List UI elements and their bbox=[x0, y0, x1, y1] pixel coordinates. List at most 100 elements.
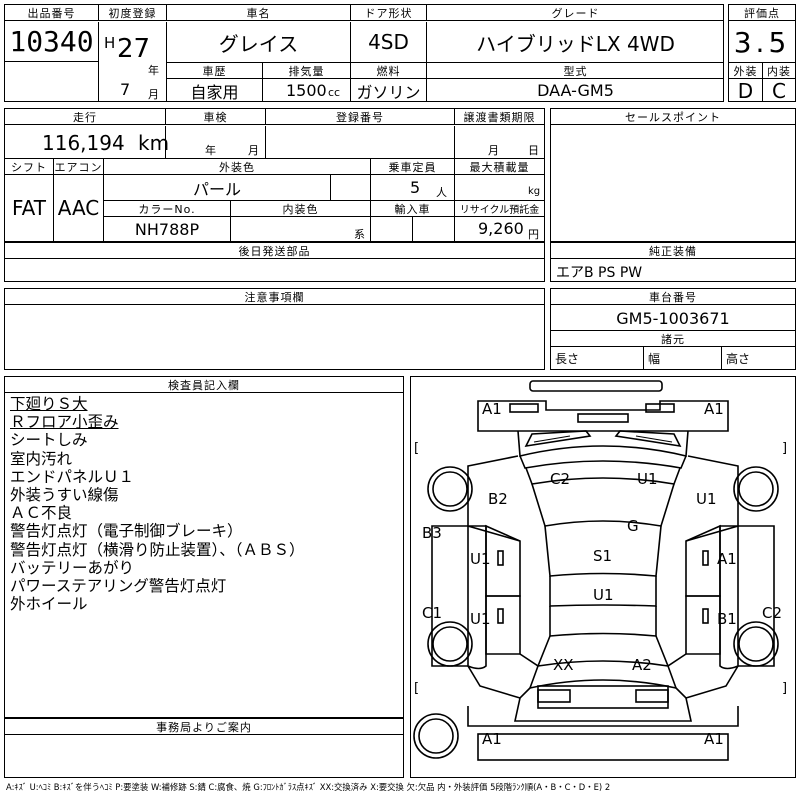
import-label: 輸入車 bbox=[370, 200, 454, 216]
ac: AAC bbox=[53, 174, 103, 241]
inspection-line: 警告灯点灯（横滑り防止装置）、（ＡＢＳ） bbox=[10, 540, 305, 559]
int-color-unit: 系 bbox=[354, 228, 365, 241]
damage-mark: XX bbox=[553, 656, 574, 674]
damage-mark: C1 bbox=[422, 604, 442, 622]
ext-color-blank bbox=[330, 174, 370, 200]
lot-no-label: 出品番号 bbox=[5, 5, 98, 21]
legend-text: A:ｷｽﾞ U:ﾍｺﾐ B:ｷｽﾞを伴うﾍｺﾐ P:要塗装 W:補修跡 S:錆 … bbox=[6, 782, 611, 792]
width-label: 幅 bbox=[648, 351, 661, 366]
reg-year: 27 bbox=[117, 34, 151, 64]
recycle-unit: 円 bbox=[528, 228, 539, 241]
inspection-line: シートしみ bbox=[10, 431, 88, 450]
car-name: グレイス bbox=[166, 22, 350, 62]
chassis-label: 車台番号 bbox=[551, 289, 795, 305]
damage-mark: A1 bbox=[704, 730, 724, 748]
displacement: 1500 bbox=[286, 81, 327, 100]
damage-mark: U1 bbox=[470, 610, 491, 628]
transfer-month-unit: 月 bbox=[488, 144, 499, 157]
dims-label: 諸元 bbox=[551, 330, 795, 346]
doors-label: ドア形状 bbox=[350, 5, 426, 21]
damage-diagram-frame bbox=[410, 376, 796, 778]
office-notice-block bbox=[4, 718, 404, 778]
bracket-mark: [ bbox=[414, 681, 419, 696]
ext-color: パール bbox=[103, 174, 330, 200]
damage-mark: A1 bbox=[717, 550, 737, 568]
int-color-label: 内装色 bbox=[230, 200, 370, 216]
reg-no-label: 登録番号 bbox=[265, 109, 454, 125]
interior-label: 内装 bbox=[762, 62, 795, 78]
chassis-block bbox=[550, 288, 796, 370]
notes-label: 注意事項欄 bbox=[5, 289, 544, 305]
inspection-line: バッテリーあがり bbox=[10, 558, 135, 577]
equipment-label: 純正装備 bbox=[551, 243, 795, 259]
interior-score: C bbox=[762, 78, 795, 102]
height-label: 高さ bbox=[726, 351, 751, 366]
recycle-label: リサイクル預託金 bbox=[454, 200, 544, 216]
history-label: 車歴 bbox=[166, 62, 262, 78]
inspection-cell bbox=[165, 126, 265, 158]
mileage-label: 走行 bbox=[5, 109, 165, 125]
inspection-line: 警告灯点灯（電子制御ブレーキ） bbox=[10, 522, 243, 541]
mileage-unit: km bbox=[138, 131, 170, 155]
damage-mark: B3 bbox=[422, 524, 442, 542]
fuel: ガソリン bbox=[350, 78, 426, 102]
reg-no-cell bbox=[265, 126, 454, 158]
inspection-year-unit: 年 bbox=[205, 144, 216, 157]
inspection-line: 室内汚れ bbox=[10, 449, 73, 468]
import-cell-b bbox=[412, 216, 454, 241]
header-block bbox=[4, 4, 724, 102]
car-name-label: 車名 bbox=[166, 5, 350, 21]
max-load-cell bbox=[454, 174, 544, 200]
recycle-cell bbox=[454, 216, 544, 241]
inspection-line: エンドパネルＵ１ bbox=[10, 467, 135, 486]
capacity-unit: 人 bbox=[436, 186, 447, 199]
damage-mark: U1 bbox=[637, 470, 658, 488]
exterior-label: 外装 bbox=[729, 62, 762, 78]
capacity: 5 bbox=[410, 178, 421, 197]
damage-mark: U1 bbox=[470, 550, 491, 568]
reg-month: 7 bbox=[120, 80, 131, 99]
dims-length-cell: 長さ bbox=[551, 346, 643, 369]
shift-label: シフト bbox=[5, 158, 53, 174]
damage-mark: A2 bbox=[632, 656, 652, 674]
inspection-line: Ｒフロア小歪み bbox=[10, 413, 119, 432]
car-damage-diagram: A1 A1 C2 U1 B2 U1 B3 G U1 S1 A1 U1 C1 U1… bbox=[413, 380, 787, 761]
ac-label: エアコン bbox=[53, 158, 103, 174]
damage-mark: S1 bbox=[593, 547, 612, 565]
inspection-label: 車検 bbox=[165, 109, 265, 125]
max-load-unit: kg bbox=[528, 186, 541, 197]
damage-mark: U1 bbox=[696, 490, 717, 508]
max-load-label: 最大積載量 bbox=[454, 158, 544, 174]
sales-point-label: セールスポイント bbox=[551, 109, 795, 125]
doors: 4SD bbox=[350, 22, 426, 62]
inspection-line: パワーステアリング警告灯点灯 bbox=[10, 577, 227, 596]
int-color-cell bbox=[230, 216, 370, 241]
month-unit: 月 bbox=[148, 88, 159, 101]
transfer-label: 譲渡書類期限 bbox=[454, 109, 544, 125]
mileage: 116,194 bbox=[42, 131, 125, 155]
exterior-score: D bbox=[729, 78, 762, 102]
transfer-cell bbox=[454, 126, 544, 158]
inspector-notes-title: 検査員記入欄 bbox=[5, 377, 403, 393]
model: DAA-GM5 bbox=[426, 78, 724, 102]
later-parts-label: 後日発送部品 bbox=[5, 243, 544, 259]
score: 3.5 bbox=[733, 25, 791, 59]
later-parts-block bbox=[4, 242, 545, 282]
inspection-line: 外ホイール bbox=[10, 595, 88, 614]
recycle: 9,260 bbox=[478, 219, 524, 238]
inspection-month-unit: 月 bbox=[248, 144, 259, 157]
first-reg-cell bbox=[98, 22, 166, 102]
displacement-cell bbox=[262, 78, 350, 102]
damage-mark: B2 bbox=[488, 490, 508, 508]
inspector-notes-block bbox=[4, 376, 404, 718]
bracket-mark: ] bbox=[782, 441, 787, 456]
bracket-mark: ] bbox=[782, 681, 787, 696]
transfer-day-unit: 日 bbox=[528, 144, 539, 157]
import-cell-a bbox=[370, 216, 412, 241]
dims-width-cell: 幅 bbox=[643, 346, 721, 369]
equipment: エアB PS PW bbox=[556, 265, 643, 281]
damage-mark: A1 bbox=[704, 400, 724, 418]
sales-point-block bbox=[550, 108, 796, 242]
damage-mark: U1 bbox=[593, 586, 614, 604]
inspector-notes-list: 下廻りＳ大 Ｒフロア小歪み シートしみ 室内汚れ エンドパネルＵ１ 外装うすい線… bbox=[10, 395, 305, 613]
